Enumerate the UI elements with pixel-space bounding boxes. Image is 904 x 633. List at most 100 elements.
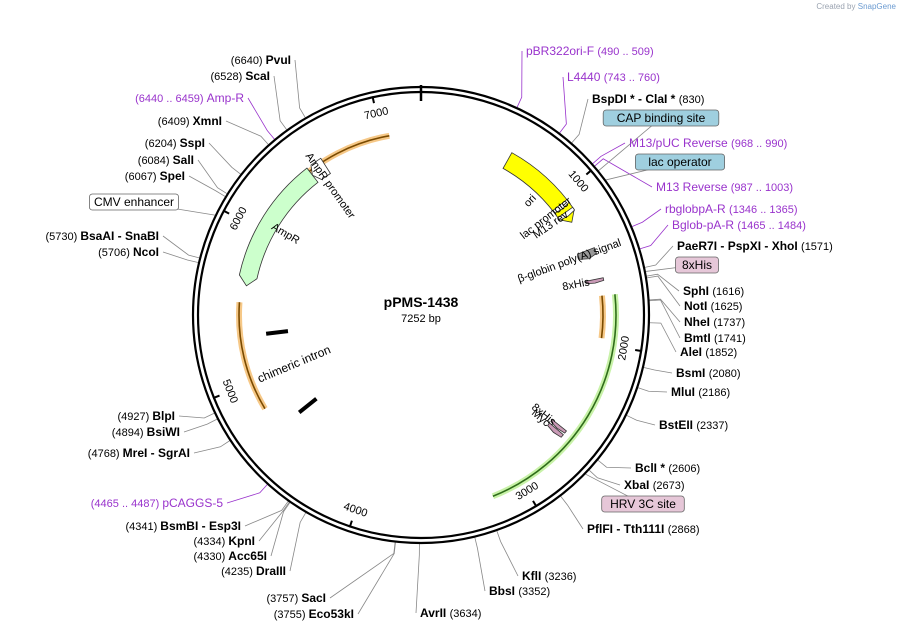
feature-arrow-8xhis bbox=[550, 419, 567, 434]
feature-box-label: 8xHis bbox=[682, 258, 712, 272]
site-label: (3755) Eco53kI bbox=[274, 607, 354, 621]
site-label: KflI (3236) bbox=[522, 569, 576, 583]
feature-arrow-myc bbox=[547, 422, 564, 438]
site-leader bbox=[247, 97, 275, 140]
primer-label: rbglobpA-R (1346 .. 1365) bbox=[665, 202, 798, 216]
site-label: BclI * (2606) bbox=[635, 461, 700, 475]
site-leader-lines bbox=[133, 50, 698, 615]
tick-mark bbox=[371, 96, 375, 104]
site-label: (6409) XmnI bbox=[158, 114, 222, 128]
feature-box-label: HRV 3C site bbox=[610, 497, 676, 511]
feature-arrow-m13-rev bbox=[557, 206, 576, 221]
feature-box bbox=[601, 495, 685, 513]
site-leader bbox=[294, 59, 306, 118]
site-label: (6084) SalI bbox=[138, 153, 194, 167]
intron-mark bbox=[265, 329, 289, 336]
feature-box-label: CMV enhancer bbox=[94, 195, 174, 209]
site-label: (4341) BsmBI - Esp3I bbox=[125, 519, 241, 533]
site-label: AvrII (3634) bbox=[420, 606, 481, 620]
site-label: (4927) BlpI bbox=[117, 409, 175, 423]
feature-label: β-globin poly(A) signal bbox=[516, 237, 623, 285]
site-leader bbox=[649, 298, 681, 323]
site-leader bbox=[640, 224, 669, 250]
tick-label: 2000 bbox=[616, 335, 632, 361]
site-leader bbox=[329, 542, 396, 599]
site-leader bbox=[273, 75, 287, 130]
primer-label: Bglob-pA-R (1465 .. 1484) bbox=[672, 218, 806, 232]
feature-arrow-lac-promoter bbox=[552, 198, 570, 214]
tick-label: 7000 bbox=[363, 105, 390, 122]
primer-label: pBR322ori-F (490 .. 509) bbox=[526, 44, 654, 58]
site-label: (4330) Acc65I bbox=[193, 549, 267, 563]
site-leader bbox=[649, 299, 681, 339]
snapgene-logo: SnapGene bbox=[857, 2, 896, 11]
site-leader bbox=[649, 322, 677, 353]
site-leader bbox=[592, 142, 626, 164]
primer-label: (6440 .. 6459) Amp-R bbox=[135, 91, 244, 105]
site-leader bbox=[270, 502, 291, 557]
tick-mark bbox=[634, 349, 643, 353]
site-leader bbox=[632, 208, 662, 227]
site-leader bbox=[643, 367, 673, 374]
orf-arrow bbox=[600, 295, 604, 339]
site-label: BbsI (3352) bbox=[489, 584, 550, 598]
orf-arrow bbox=[238, 302, 266, 410]
box-leader bbox=[598, 117, 662, 171]
primer-label: L4440 (743 .. 760) bbox=[567, 70, 660, 84]
site-label: SphI (1616) bbox=[683, 284, 744, 298]
site-leader bbox=[357, 542, 396, 615]
site-label: PflFI - Tth111I (2868) bbox=[587, 522, 699, 536]
site-label: BstEII (2337) bbox=[659, 418, 728, 432]
feature-label-chimeric-intron: chimeric intron bbox=[255, 342, 332, 385]
primer-label: M13/pUC Reverse (968 .. 990) bbox=[629, 136, 787, 150]
site-label: (6204) SspI bbox=[145, 136, 205, 150]
site-leader bbox=[571, 98, 589, 143]
feature-arrow-8xhis bbox=[585, 277, 605, 285]
site-leader bbox=[589, 469, 621, 486]
site-leader bbox=[516, 50, 523, 108]
feature-box bbox=[89, 193, 179, 211]
site-leader bbox=[188, 175, 226, 197]
feature-label: 8xHis bbox=[561, 276, 591, 293]
tick-label: 6000 bbox=[228, 205, 250, 232]
site-leader bbox=[289, 512, 307, 572]
site-leader bbox=[594, 158, 653, 188]
site-label: XbaI (2673) bbox=[624, 478, 684, 492]
site-leader bbox=[197, 159, 228, 194]
site-leader bbox=[183, 418, 218, 433]
tick-label: 4000 bbox=[342, 501, 369, 520]
tick-mark bbox=[348, 520, 353, 528]
tick-mark bbox=[212, 394, 220, 400]
site-label: (4235) DraIII bbox=[221, 564, 286, 578]
site-label: NheI (1737) bbox=[684, 315, 745, 329]
site-label: (4334) KpnI bbox=[193, 534, 255, 548]
feature-arrow--globin-poly-a-signal bbox=[577, 247, 597, 260]
feature-box bbox=[602, 109, 720, 127]
site-leader bbox=[415, 543, 420, 614]
feature-arrow-ampr-promoter bbox=[310, 157, 332, 181]
site-leader bbox=[638, 387, 668, 393]
site-label: (6640) PvuI bbox=[231, 53, 291, 67]
orf-halo-green bbox=[491, 293, 619, 500]
credit-prefix: Created by bbox=[816, 2, 856, 11]
site-leader bbox=[646, 275, 681, 307]
site-label: (3757) SacI bbox=[266, 591, 326, 605]
site-leader bbox=[626, 415, 656, 426]
site-label: (6528) ScaI bbox=[210, 69, 270, 83]
feature-label: AmpR bbox=[269, 221, 301, 247]
primer-label: (4465 .. 4487) pCAGGS-5 bbox=[91, 496, 224, 510]
tick-label: 5000 bbox=[220, 378, 240, 405]
site-label: AleI (1852) bbox=[680, 345, 737, 359]
site-leader bbox=[178, 412, 215, 419]
site-leader bbox=[193, 440, 230, 454]
feature-box-label: CAP binding site bbox=[617, 111, 706, 125]
site-leader bbox=[244, 501, 289, 527]
site-label: (4768) MreI - SgrAI bbox=[88, 446, 190, 460]
feature-label: ori bbox=[522, 192, 539, 209]
site-leader bbox=[208, 142, 241, 175]
site-labels: (6640) PvuI (6528) ScaI (6440 .. 6459) Amp… bbox=[45, 44, 832, 621]
site-leader bbox=[496, 530, 519, 577]
site-leader bbox=[560, 496, 584, 530]
site-label: NotI (1625) bbox=[684, 299, 742, 313]
